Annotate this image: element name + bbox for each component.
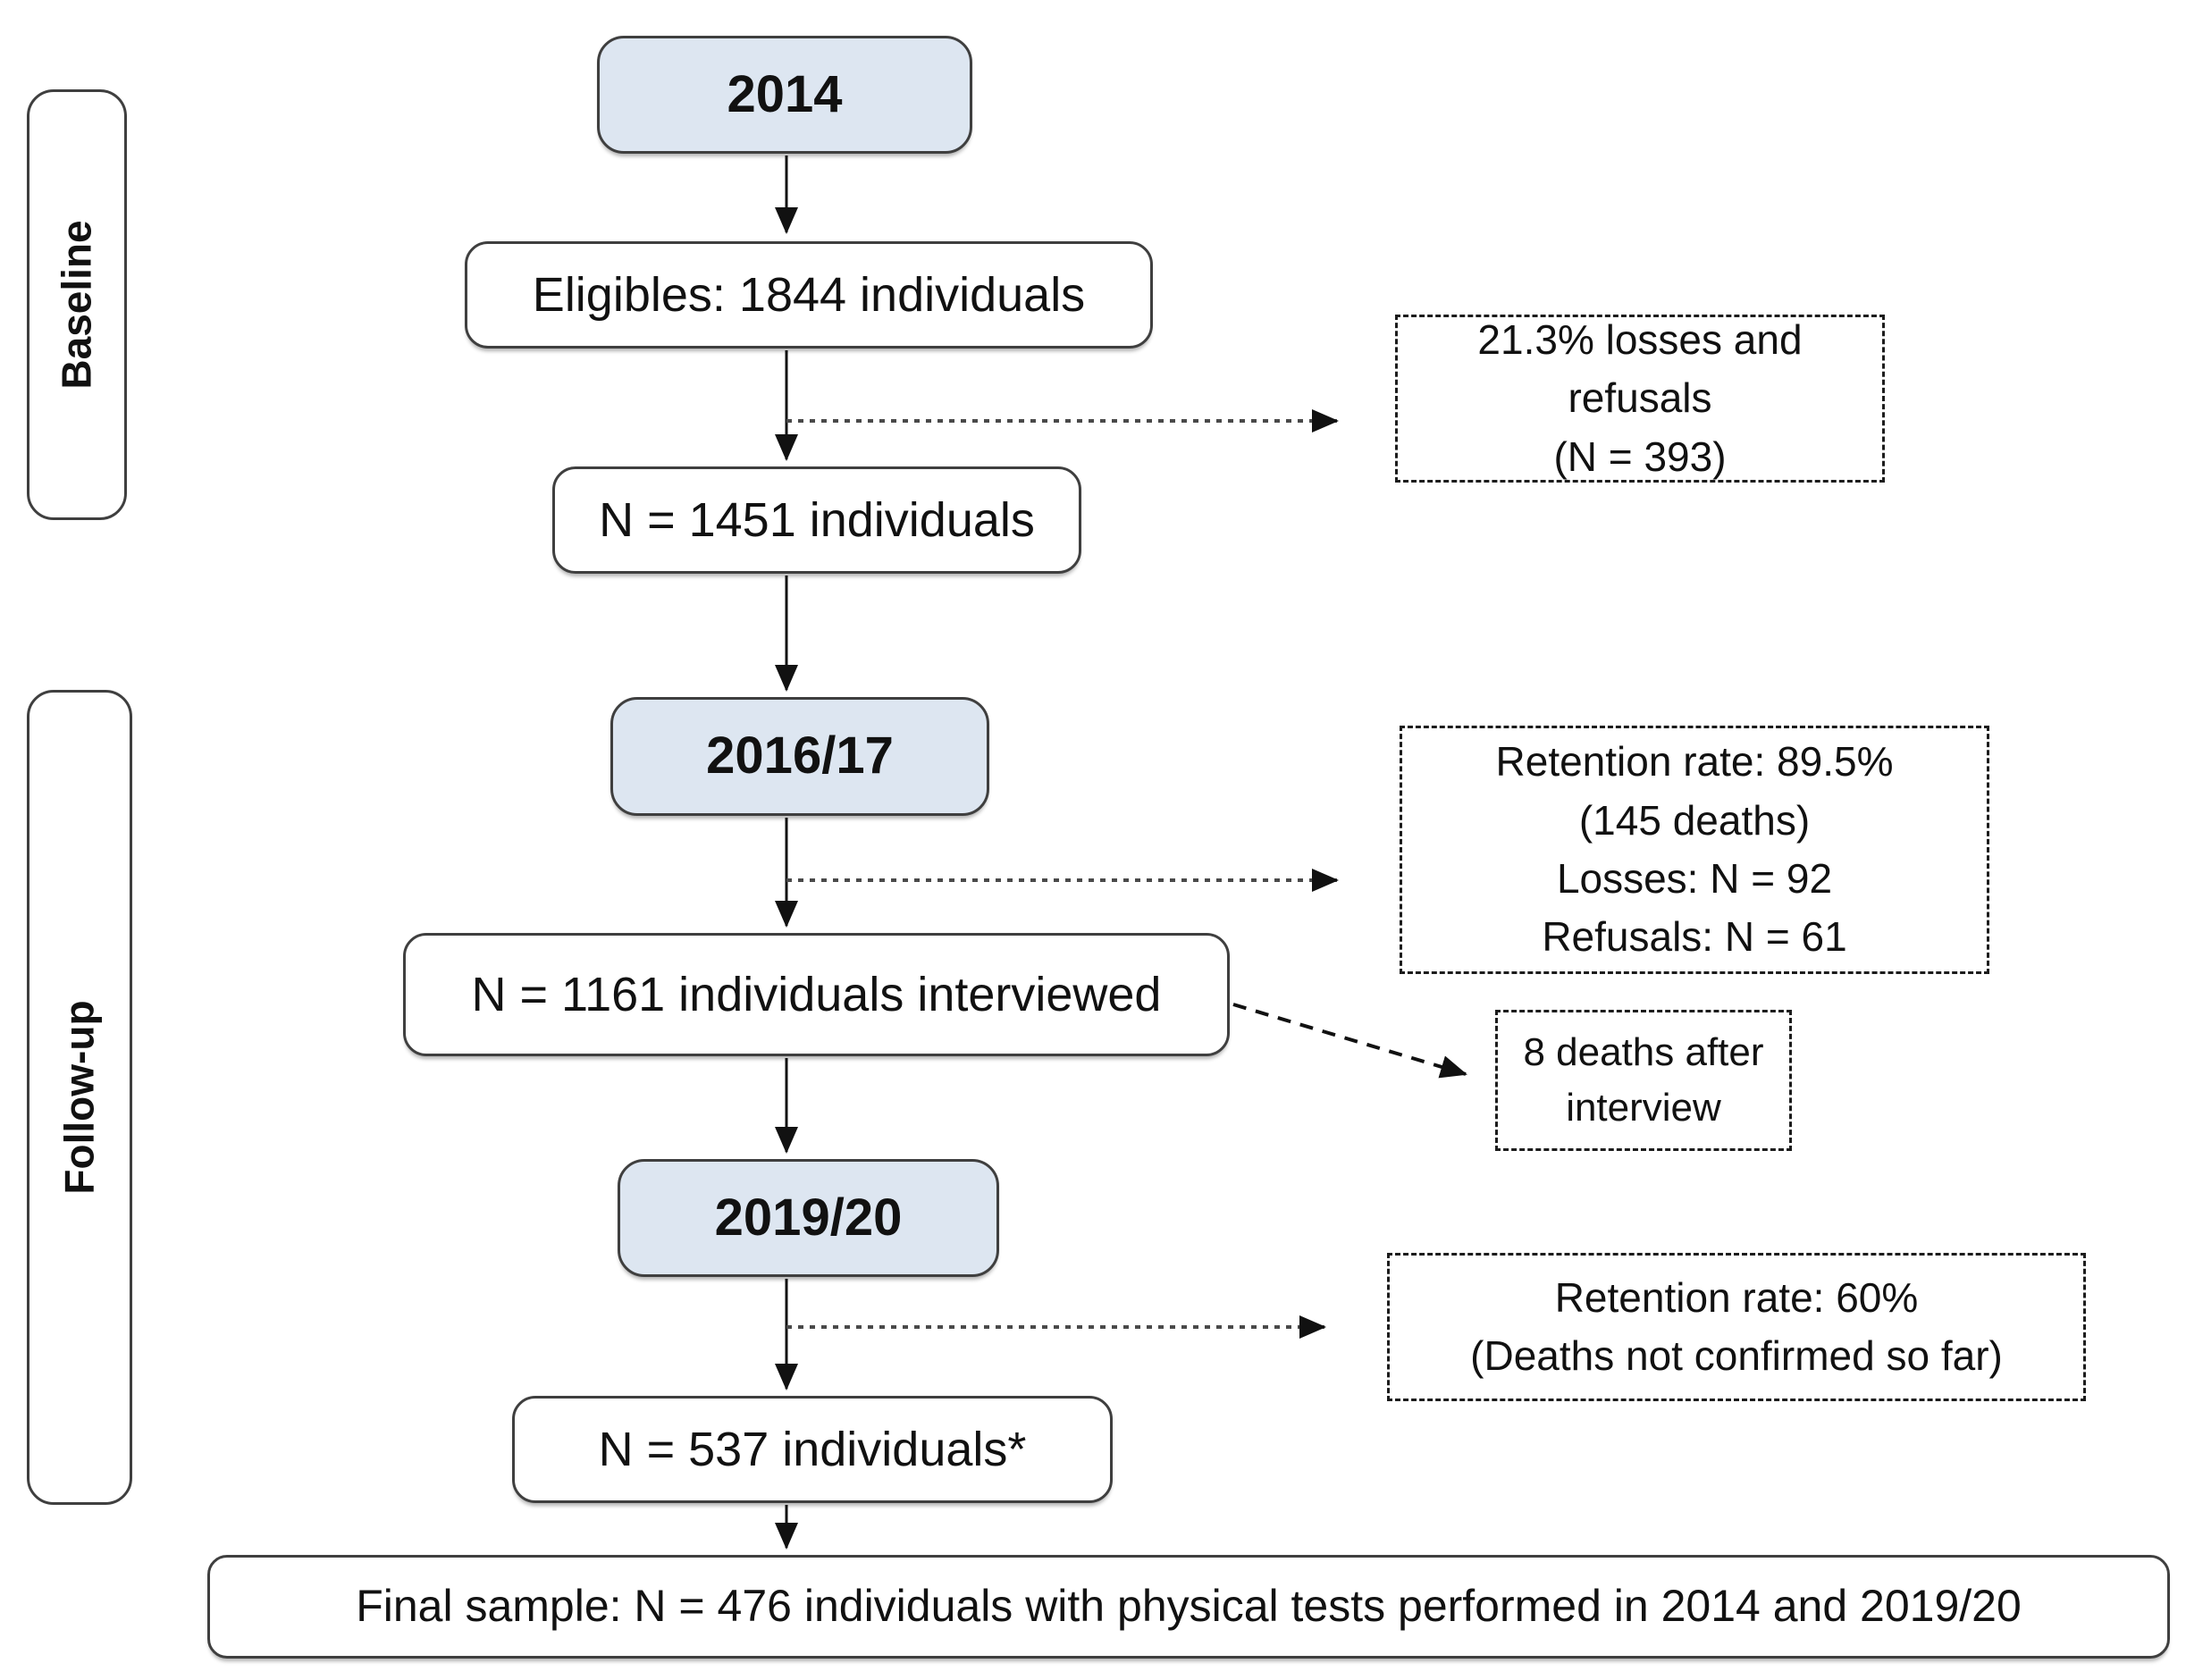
annotation-line: (N = 393) xyxy=(1553,433,1727,480)
annotation-line: interview xyxy=(1566,1086,1721,1130)
eligibles-box: Eligibles: 1844 individuals xyxy=(465,241,1153,349)
annotation-line: 21.3% losses and refusals xyxy=(1477,316,1803,422)
deaths-after-interview-box: 8 deaths after interview xyxy=(1495,1010,1792,1151)
year-2016-17-box: 2016/17 xyxy=(610,697,989,816)
losses-refusals-2014-box: 21.3% losses and refusals (N = 393) xyxy=(1395,315,1885,483)
n1161-box: N = 1161 individuals interviewed xyxy=(403,933,1230,1056)
n1451-box: N = 1451 individuals xyxy=(552,466,1081,574)
retention-2019-20-box: Retention rate: 60% (Deaths not confirme… xyxy=(1387,1253,2086,1401)
phase-baseline-box: Baseline xyxy=(27,89,127,520)
year-2019-20-box: 2019/20 xyxy=(618,1159,999,1277)
phase-baseline-label: Baseline xyxy=(54,220,100,390)
annotation-line: Losses: N = 92 xyxy=(1556,855,1833,902)
annotation-line: 8 deaths after xyxy=(1523,1029,1764,1074)
annotation-line: Retention rate: 60% xyxy=(1554,1273,1919,1321)
annotation-line: (Deaths not confirmed so far) xyxy=(1470,1332,2003,1379)
phase-followup-label: Follow-up xyxy=(56,1000,103,1195)
annotation-line: Retention rate: 89.5% xyxy=(1495,738,1894,785)
arrow-to-deaths-after-interview xyxy=(1232,1003,1467,1079)
annotation-line: Refusals: N = 61 xyxy=(1542,913,1847,961)
final-sample-box: Final sample: N = 476 individuals with p… xyxy=(207,1555,2170,1659)
retention-2016-17-box: Retention rate: 89.5% (145 deaths) Losse… xyxy=(1400,726,1989,974)
phase-followup-box: Follow-up xyxy=(27,690,132,1505)
year-2014-box: 2014 xyxy=(597,36,972,154)
annotation-line: (145 deaths) xyxy=(1578,796,1811,844)
n537-box: N = 537 individuals* xyxy=(512,1396,1113,1503)
